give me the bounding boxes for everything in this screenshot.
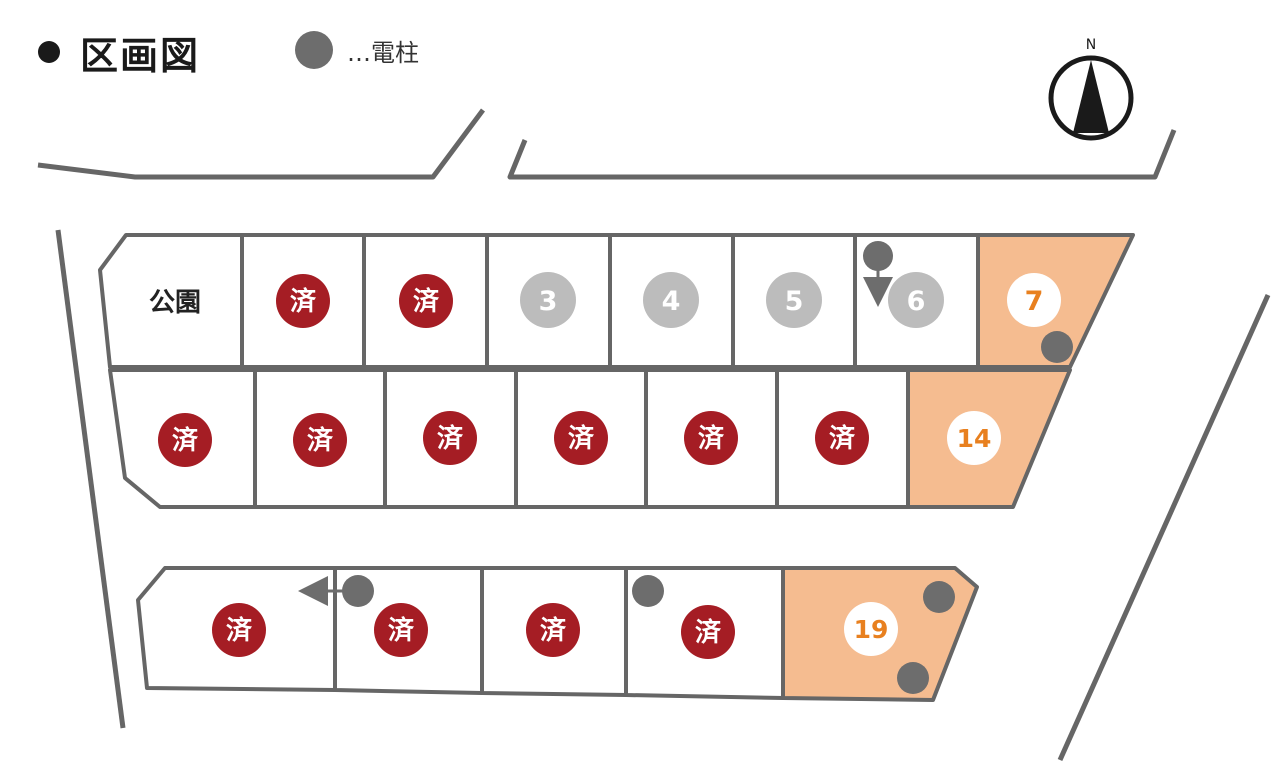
- lot-number-badges-available: 7 14 19: [844, 273, 1061, 656]
- lot-number-14: 14: [957, 424, 992, 453]
- north-compass: N: [1048, 37, 1134, 141]
- sold-badge: 済: [526, 603, 580, 657]
- sold-badges: 済 済 済 済 済 済 済 済 済 済 済 済: [158, 274, 869, 659]
- road-top-left: [37, 108, 486, 180]
- lot-number-5: 5: [785, 286, 804, 317]
- lot-number-4: 4: [662, 286, 681, 317]
- sold-badge: 済: [158, 413, 212, 467]
- legend-pole-label: …電柱: [347, 38, 419, 67]
- support-wires: [298, 270, 893, 606]
- sold-badge-label: 済: [829, 423, 856, 454]
- sold-badge: 済: [212, 603, 266, 657]
- sold-badge-label: 済: [437, 423, 464, 454]
- sold-badge: 済: [815, 411, 869, 465]
- lot-number-6: 6: [907, 286, 926, 317]
- lot-badge-6: 6: [888, 272, 944, 328]
- lot-badge-19: 19: [844, 602, 898, 656]
- lot-number-19: 19: [854, 615, 889, 644]
- sold-badge: 済: [374, 603, 428, 657]
- sold-badge: 済: [293, 413, 347, 467]
- sold-badge-label: 済: [226, 615, 253, 646]
- utility-pole-icon: [632, 575, 664, 607]
- roads: [37, 108, 1271, 762]
- lot-park[interactable]: [98, 233, 244, 369]
- sold-badge-label: 済: [290, 286, 317, 317]
- utility-poles: [342, 241, 1073, 694]
- sold-badge-label: 済: [695, 617, 722, 648]
- sold-badge-label: 済: [540, 615, 567, 646]
- road-left: [55, 229, 126, 729]
- lot-number-7: 7: [1025, 286, 1044, 317]
- sold-badge: 済: [684, 411, 738, 465]
- sold-badge: 済: [276, 274, 330, 328]
- utility-pole-icon: [897, 662, 929, 694]
- road-right: [1057, 293, 1271, 762]
- utility-pole-icon: [1041, 331, 1073, 363]
- sold-badge-label: 済: [568, 423, 595, 454]
- compass-label: N: [1086, 37, 1096, 53]
- block-a: [98, 233, 1135, 509]
- utility-pole-icon: [863, 241, 893, 271]
- sold-badge: 済: [554, 411, 608, 465]
- lot-badge-5: 5: [766, 272, 822, 328]
- page-title-text: 区画図: [80, 33, 201, 78]
- sold-badge: 済: [399, 274, 453, 328]
- utility-pole-icon: [342, 575, 374, 607]
- lot-number-3: 3: [539, 286, 558, 317]
- lot-number-badges-grey: 3 4 5 6: [520, 272, 944, 328]
- utility-pole-legend-icon: [295, 31, 333, 69]
- sold-badge: 済: [423, 411, 477, 465]
- lot-badge-3: 3: [520, 272, 576, 328]
- page-title: 区画図: [38, 24, 200, 80]
- legend: …電柱: [295, 30, 419, 70]
- sold-badge-label: 済: [413, 286, 440, 317]
- lot-badge-4: 4: [643, 272, 699, 328]
- sold-badge: 済: [681, 605, 735, 659]
- lot-badge-7: 7: [1007, 273, 1061, 327]
- park-label: 公園: [149, 288, 201, 318]
- lot-badge-14: 14: [947, 411, 1001, 465]
- compass-arrow-icon: [1073, 60, 1109, 133]
- utility-pole-icon: [923, 581, 955, 613]
- road-top-right: [507, 129, 1177, 180]
- title-bullet: [38, 41, 60, 63]
- sold-badge-label: 済: [307, 425, 334, 456]
- sold-badge-label: 済: [172, 425, 199, 456]
- sold-badge-label: 済: [698, 423, 725, 454]
- sold-badge-label: 済: [388, 615, 415, 646]
